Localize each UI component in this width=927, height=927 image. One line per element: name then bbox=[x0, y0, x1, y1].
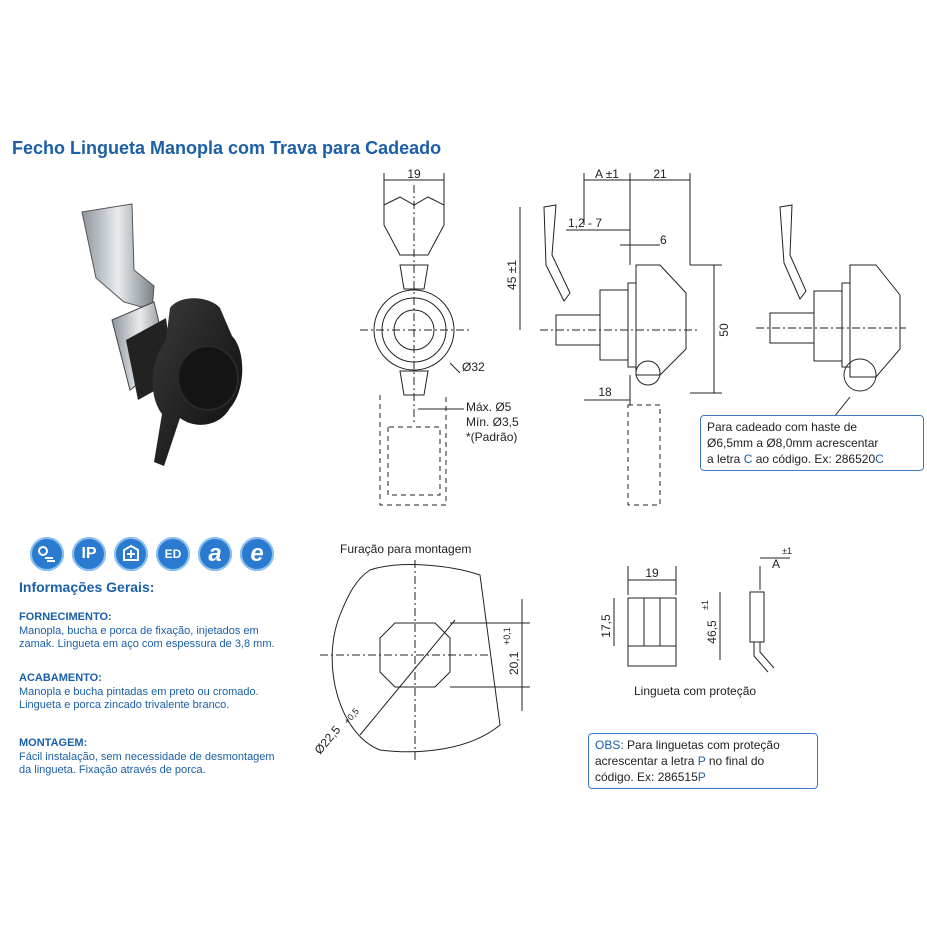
standard-label: *(Padrão) bbox=[466, 430, 517, 444]
supply-title: FORNECIMENTO: bbox=[19, 611, 112, 623]
feature-icons: IP ED a e bbox=[30, 537, 274, 571]
ip-rating-icon: IP bbox=[72, 537, 106, 571]
dim-6-label: 6 bbox=[660, 233, 667, 247]
dia-22-tolerance: +0,5 bbox=[342, 706, 361, 726]
dim-20-tolerance: +0,1 bbox=[502, 627, 512, 645]
tongue-width-label: 19 bbox=[645, 566, 659, 580]
obs-note: OBS: Para linguetas com proteção acresce… bbox=[588, 733, 818, 789]
weather-resistant-icon bbox=[30, 537, 64, 571]
page-title: Fecho Lingueta Manopla com Trava para Ca… bbox=[12, 138, 442, 158]
obs-letter: P bbox=[697, 754, 706, 768]
tongue-46-label: 46,5 bbox=[705, 620, 719, 644]
side-view-drawing: A ±1 21 1,2 - 7 6 45 ±1 50 18 bbox=[505, 167, 731, 506]
min-diameter-label: Mín. Ø3,5 bbox=[466, 415, 519, 429]
front-view-drawing: 19 Ø32 Máx. Ø5 Mín. Ø3,5 *(Padrão) bbox=[360, 167, 519, 506]
dim-18-label: 18 bbox=[598, 385, 612, 399]
padlock-view-drawing bbox=[756, 204, 906, 418]
padlock-note-line3: a letra bbox=[707, 452, 744, 466]
padlock-letter-end: C bbox=[875, 452, 884, 466]
height-45-label: 45 ±1 bbox=[505, 260, 519, 290]
finish-body: Manopla e bucha pintadas em preto ou cro… bbox=[19, 686, 259, 711]
mounting-hole-drawing: Furação para montagem 20,1 +0,1 Ø22,5 +0… bbox=[312, 542, 530, 760]
supply-body: Manopla, bucha e porca de fixação, injet… bbox=[19, 625, 275, 650]
mounting-title: MONTAGEM: bbox=[19, 737, 88, 749]
dim-21-label: 21 bbox=[653, 167, 667, 181]
info-heading: Informações Gerais: bbox=[19, 579, 155, 595]
obs-line2: acrescentar a letra bbox=[595, 754, 698, 768]
a-dimension-label: A ±1 bbox=[595, 167, 619, 181]
padlock-note-example: ao código. Ex: 286520 bbox=[752, 452, 876, 466]
obs-line1: Para linguetas com proteção bbox=[623, 738, 780, 752]
front-width-label: 19 bbox=[407, 167, 421, 181]
tongue-a-tolerance: ±1 bbox=[782, 546, 792, 556]
padlock-note-line1: Para cadeado com haste de bbox=[707, 420, 858, 434]
padlock-note: Para cadeado com haste de Ø6,5mm a Ø8,0m… bbox=[700, 415, 924, 471]
tongue-height-label: 17,5 bbox=[599, 614, 613, 638]
obs-label: OBS: bbox=[595, 738, 624, 752]
tongue-caption: Lingueta com proteção bbox=[634, 684, 756, 698]
e-certification-icon: e bbox=[240, 537, 274, 571]
padlock-note-line2: Ø6,5mm a Ø8,0mm acrescentar bbox=[707, 436, 879, 450]
height-50-label: 50 bbox=[717, 323, 731, 337]
tongue-a-label: A bbox=[772, 557, 780, 571]
obs-line2-post: no final do bbox=[705, 754, 765, 768]
obs-example: código. Ex: 286515 bbox=[595, 770, 698, 784]
diameter-32-label: Ø32 bbox=[462, 360, 485, 374]
finish-title: ACABAMENTO: bbox=[19, 672, 102, 684]
max-diameter-label: Máx. Ø5 bbox=[466, 400, 512, 414]
mounting-body: Fácil instalação, sem necessidade de des… bbox=[19, 751, 275, 776]
mounting-drawing-title: Furação para montagem bbox=[340, 542, 471, 556]
tongue-drawing: 19 17,5 A ±1 46,5 ±1 Lingueta com proteç… bbox=[599, 546, 792, 698]
dia-22-label: Ø22,5 bbox=[312, 723, 344, 757]
padlock-letter: C bbox=[743, 452, 753, 466]
tongue-46-tolerance: ±1 bbox=[700, 600, 710, 610]
water-protection-icon bbox=[114, 537, 148, 571]
dim-20-label: 20,1 bbox=[507, 651, 521, 675]
product-photo bbox=[81, 203, 243, 466]
a-certification-icon: a bbox=[198, 537, 232, 571]
obs-letter-end: P bbox=[697, 770, 706, 784]
ed-coating-icon: ED bbox=[156, 537, 190, 571]
range-label: 1,2 - 7 bbox=[568, 216, 602, 230]
